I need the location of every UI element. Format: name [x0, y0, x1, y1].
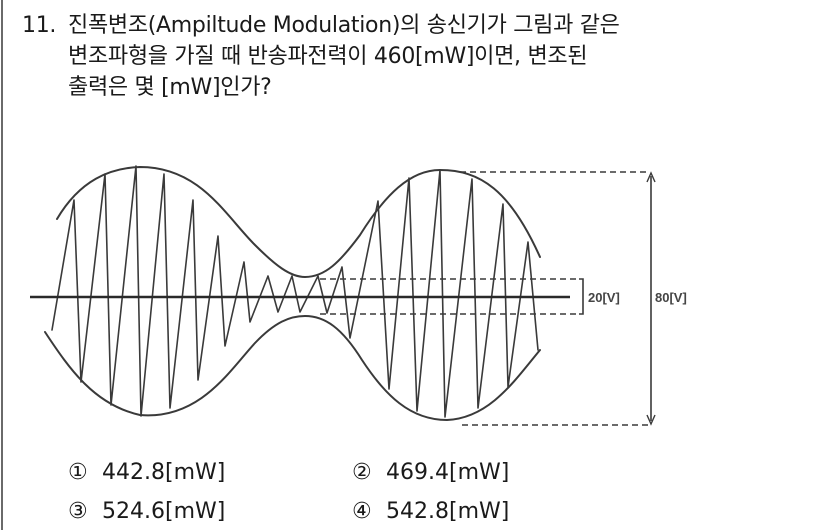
- max-voltage-label: 80[V]: [655, 290, 687, 305]
- carrier-wave: [51, 165, 539, 418]
- choice-3-text: 524.6[mW]: [102, 499, 226, 524]
- min-voltage-label: 20[V]: [588, 290, 620, 305]
- choice-4-mark: ④: [352, 499, 372, 524]
- question-number: 11.: [22, 13, 57, 38]
- question-line-2: 변조파형을 가질 때 반송파전력이 460[mW]이면, 변조된: [68, 44, 588, 69]
- choice-3[interactable]: ③ 524.6[mW]: [68, 492, 225, 531]
- am-waveform-figure: 20[V] 80[V]: [30, 165, 687, 426]
- question-text-1: 진폭변조(Ampiltude Modulation)의 송신기가 그림과 같은: [68, 13, 620, 38]
- choice-2-text: 469.4[mW]: [386, 460, 510, 485]
- question-line-3: 출력은 몇 [mW]인가?: [68, 75, 272, 100]
- choice-1[interactable]: ① 442.8[mW]: [68, 453, 225, 492]
- choice-1-mark: ①: [68, 460, 88, 485]
- question-line-1: 11. 진폭변조(Ampiltude Modulation)의 송신기가 그림과 …: [22, 10, 620, 41]
- choice-3-mark: ③: [68, 499, 88, 524]
- lower-envelope: [44, 315, 541, 421]
- arrow-head-down: [646, 414, 656, 426]
- choice-4[interactable]: ④ 542.8[mW]: [352, 492, 509, 531]
- upper-envelope: [56, 166, 541, 278]
- choice-4-text: 542.8[mW]: [386, 499, 510, 524]
- choice-2-mark: ②: [352, 460, 372, 485]
- choice-2[interactable]: ② 469.4[mW]: [352, 453, 509, 492]
- arrow-head-up: [646, 171, 656, 183]
- choice-1-text: 442.8[mW]: [102, 460, 226, 485]
- question-block: 11. 진폭변조(Ampiltude Modulation)의 송신기가 그림과 …: [22, 10, 620, 103]
- min-bracket: [579, 278, 584, 315]
- page-left-border: [1, 0, 3, 530]
